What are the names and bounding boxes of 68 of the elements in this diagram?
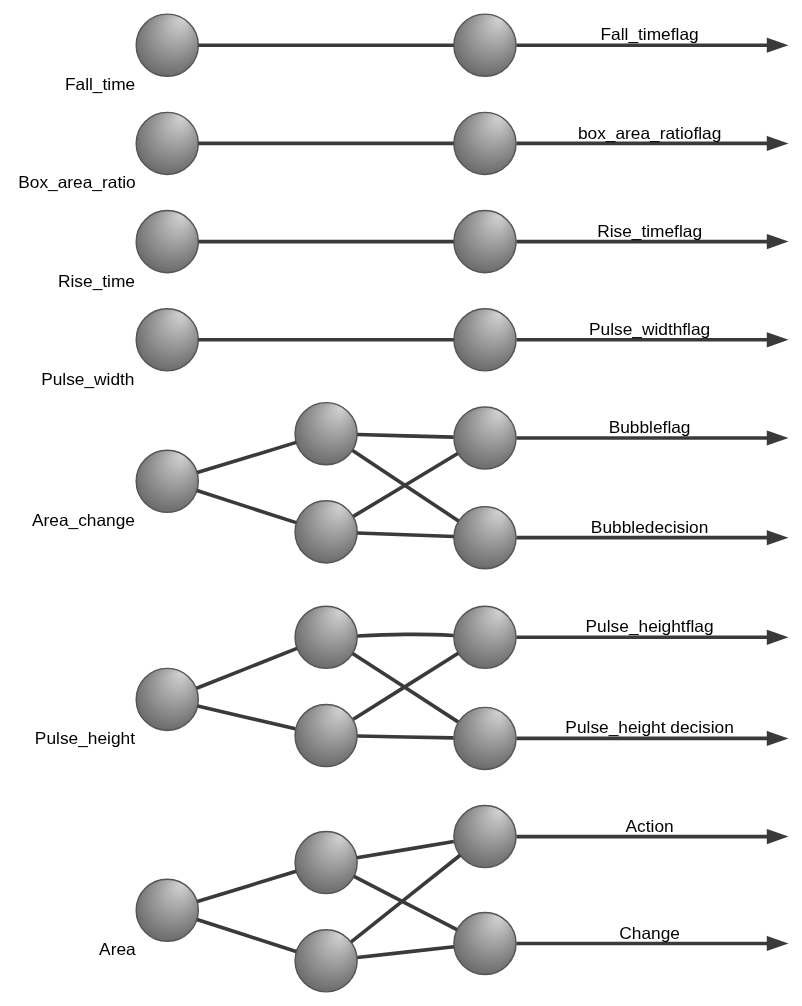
connector <box>353 874 458 932</box>
node-circle <box>135 667 199 732</box>
node-circle <box>453 13 517 77</box>
node-circle <box>453 505 517 570</box>
node-circle <box>135 209 199 274</box>
arrow <box>516 332 789 348</box>
edge-label: Bubbleflag <box>608 417 691 438</box>
edge-label: Pulse_widthflag <box>588 318 711 339</box>
node-circle <box>294 929 358 993</box>
connector <box>198 141 454 146</box>
edge-label: Fall_timeflag <box>600 24 699 45</box>
arrow <box>516 430 789 446</box>
edge-label: Pulse_height decision <box>565 717 734 738</box>
connector <box>357 531 454 539</box>
node-label: Pulse_height <box>34 728 135 749</box>
node-label: Area <box>99 939 136 960</box>
node-circle <box>453 406 517 470</box>
node-circle <box>453 111 517 176</box>
node-circle <box>294 830 358 895</box>
node-circle <box>453 605 517 670</box>
node-circle <box>453 209 517 274</box>
connector <box>357 734 454 740</box>
connector <box>356 839 455 860</box>
connector <box>357 632 454 638</box>
node-circle <box>453 804 517 869</box>
edge-label: box_area_ratioflag <box>577 122 722 143</box>
node-circle <box>135 878 199 942</box>
node-label: Area_change <box>31 510 135 531</box>
node-circle <box>294 500 358 564</box>
connector <box>196 869 297 904</box>
arrow <box>516 829 789 845</box>
connector <box>196 488 297 525</box>
node-circle <box>135 111 199 176</box>
node-circle <box>453 308 517 372</box>
node-circle <box>294 703 358 768</box>
edge-label: Pulse_heightflag <box>585 616 714 637</box>
edge-label: Action <box>625 815 674 836</box>
node-circle <box>135 308 199 372</box>
node-circle <box>453 706 517 771</box>
node-circle <box>294 605 358 670</box>
arrow <box>516 37 789 53</box>
node-label: Pulse_width <box>41 368 135 389</box>
connector <box>198 239 454 244</box>
node-circle <box>294 401 358 466</box>
node-circle <box>453 911 517 976</box>
arrow <box>516 135 789 151</box>
connector <box>195 646 298 690</box>
connector <box>350 853 462 944</box>
connector <box>196 917 297 954</box>
node-circle <box>135 13 199 77</box>
arrow <box>516 935 789 952</box>
arrow <box>516 629 789 645</box>
arrow <box>516 530 789 546</box>
edge-label: Change <box>619 922 680 943</box>
connector <box>196 440 297 475</box>
edge-label: Rise_timeflag <box>597 220 703 241</box>
node-label: Box_area_ratio <box>18 172 136 193</box>
connector <box>198 43 454 47</box>
edge-label: Bubbledecision <box>590 516 709 537</box>
node-circle <box>135 449 199 514</box>
connector <box>198 338 454 342</box>
connector <box>357 944 455 960</box>
arrow <box>516 730 789 746</box>
node-label: Fall_time <box>64 74 136 95</box>
node-label: Rise_time <box>58 270 135 291</box>
connector <box>197 704 296 731</box>
connector <box>357 432 454 439</box>
arrow <box>516 234 789 250</box>
